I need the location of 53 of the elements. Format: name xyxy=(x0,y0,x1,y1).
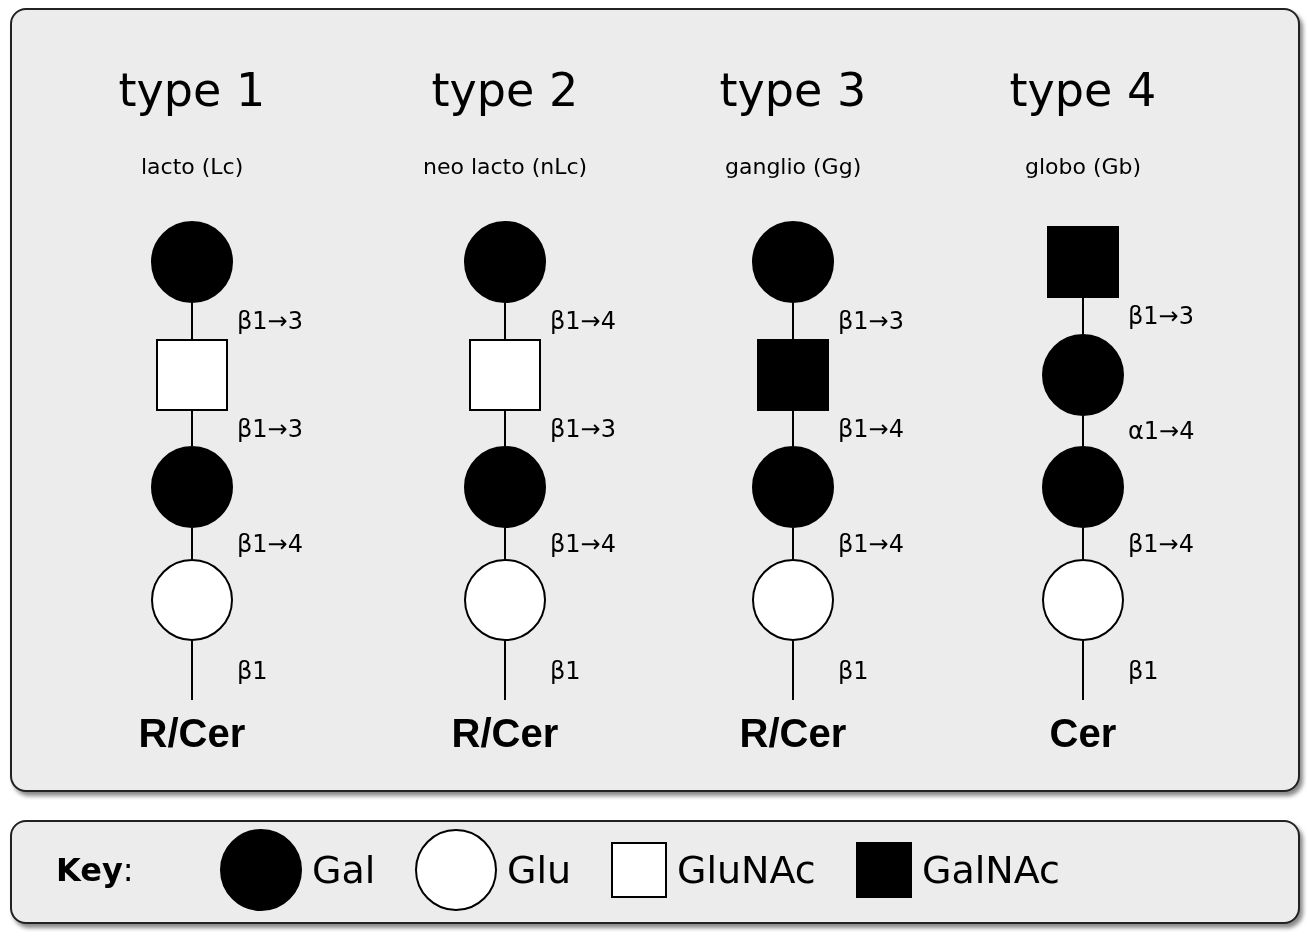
connector-line xyxy=(504,527,506,560)
anchor-label: R/Cer xyxy=(451,710,559,756)
connector-line xyxy=(191,527,193,560)
connector-line xyxy=(191,410,193,447)
linkage-label: β1→3 xyxy=(838,307,904,335)
linkage-label: β1 xyxy=(550,656,581,685)
type-heading: type 3 xyxy=(719,64,867,116)
connector-line xyxy=(792,640,794,701)
series-name: lacto (Lc) xyxy=(141,153,244,181)
linkage-label: β1→4 xyxy=(237,529,303,558)
connector-line xyxy=(792,527,794,560)
connector-line xyxy=(1082,640,1084,701)
series-name: ganglio (Gg) xyxy=(725,153,862,181)
linkage-label: β1 xyxy=(1128,656,1159,685)
connector-line xyxy=(1082,415,1084,447)
linkage-label: β1→3 xyxy=(237,414,303,443)
linkage-label: β1→3 xyxy=(237,307,303,335)
linkage-label: β1→3 xyxy=(1128,302,1194,330)
connector-line xyxy=(191,302,193,340)
open-square xyxy=(156,339,228,411)
series-name: globo (Gb) xyxy=(1025,153,1142,181)
anchor-label: R/Cer xyxy=(138,710,246,756)
open-square xyxy=(469,339,541,411)
linkage-label: β1→3 xyxy=(550,414,616,443)
linkage-label: β1→4 xyxy=(838,414,904,443)
connector-line xyxy=(191,640,193,701)
type-heading: type 4 xyxy=(1009,64,1157,116)
connector-line xyxy=(504,410,506,447)
type-heading: type 2 xyxy=(431,64,579,116)
connector-line xyxy=(1082,297,1084,335)
linkage-label: β1→4 xyxy=(550,307,616,335)
type-heading: type 1 xyxy=(118,64,266,116)
connector-line xyxy=(504,302,506,340)
linkage-label: β1→4 xyxy=(838,529,904,558)
legend-text: GalNAc xyxy=(922,847,1060,893)
connector-line xyxy=(792,302,794,340)
connector-line xyxy=(504,640,506,701)
linkage-label: β1 xyxy=(838,656,869,685)
key-label: Key: xyxy=(56,851,134,889)
legend-text: Glu xyxy=(507,847,572,893)
anchor-label: Cer xyxy=(1049,710,1117,756)
linkage-label: α1→4 xyxy=(1128,417,1195,445)
linkage-label: β1→4 xyxy=(1128,529,1194,558)
series-name: neo lacto (nLc) xyxy=(423,153,588,181)
connector-line xyxy=(792,410,794,447)
linkage-label: β1→4 xyxy=(550,529,616,558)
filled-square xyxy=(1047,226,1119,298)
legend-text: GluNAc xyxy=(677,847,816,893)
filled-square xyxy=(757,339,829,411)
connector-line xyxy=(1082,527,1084,560)
anchor-label: R/Cer xyxy=(739,710,847,756)
legend-text: Gal xyxy=(312,847,376,893)
linkage-label: β1 xyxy=(237,656,268,685)
